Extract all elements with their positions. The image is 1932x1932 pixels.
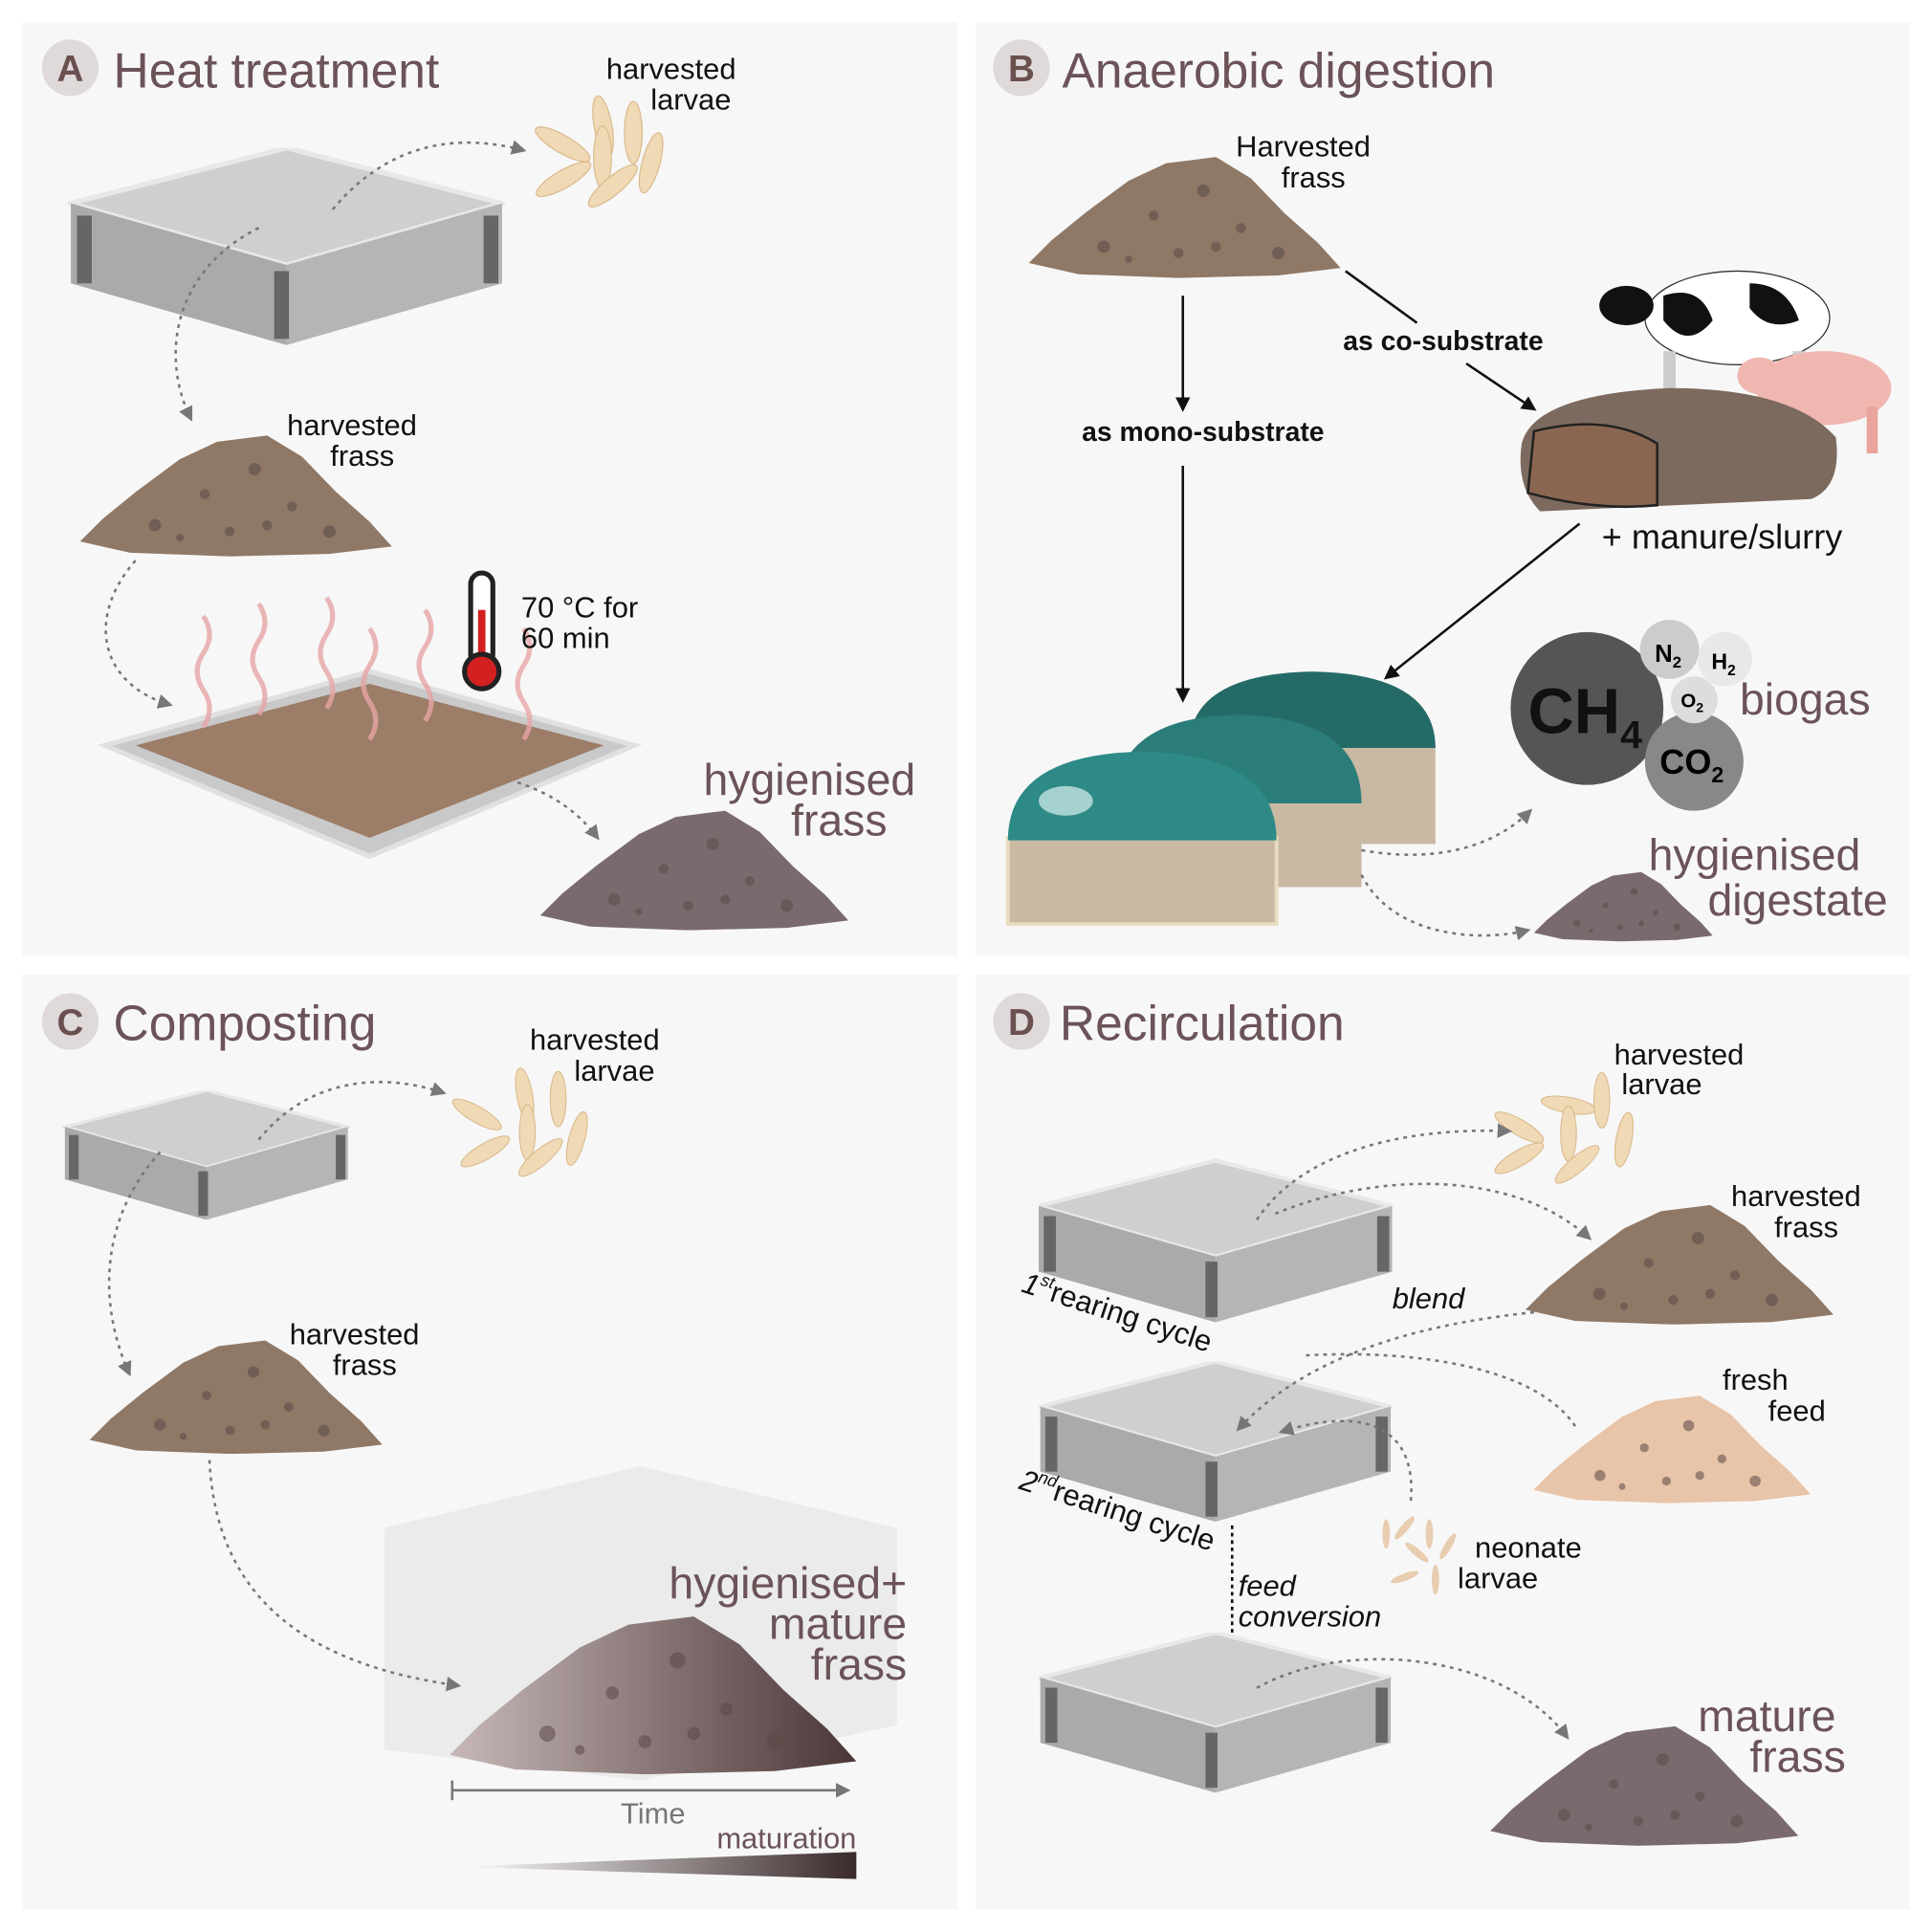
label: frass (1282, 161, 1346, 194)
arrow (257, 1081, 447, 1141)
label: neonate (1475, 1530, 1582, 1564)
arrow (1361, 808, 1533, 856)
label: hygienised (1649, 830, 1861, 880)
label: larvae (1458, 1562, 1538, 1595)
biogas-label: biogas (1740, 674, 1871, 724)
label: fresh (1723, 1363, 1789, 1396)
label: larvae (574, 1054, 654, 1087)
heated-tray-icon (97, 596, 643, 860)
label: frass (333, 1349, 397, 1382)
label: hygienised (704, 755, 916, 804)
label: conversion (1239, 1600, 1381, 1634)
label: digestate (1707, 875, 1887, 925)
arrow (1465, 362, 1537, 411)
label: frass (1774, 1210, 1838, 1243)
arrow (1236, 1310, 1535, 1432)
arrow (1360, 874, 1531, 941)
panel-title: Anaerobic digestion (1062, 42, 1495, 98)
label: harvested (606, 52, 736, 85)
manure-pile-icon (1520, 387, 1837, 512)
label: mature (769, 1598, 907, 1648)
arrow (104, 560, 173, 709)
label: harvested (530, 1023, 660, 1057)
panel-anaerobic-digestion: B Anaerobic digestion Harvested frass as… (976, 22, 1910, 956)
label: harvested (1731, 1179, 1861, 1213)
label: frass (811, 1639, 907, 1689)
label: frass (330, 439, 394, 472)
arrow (516, 780, 600, 841)
panel-title: Composting (114, 995, 377, 1050)
panel-letter: D (1008, 1002, 1035, 1043)
co2-label: CO2 (1659, 742, 1723, 787)
label: frass (791, 795, 887, 845)
panel-recirculation: D Recirculation harvested larvae harvest… (976, 975, 1910, 1910)
panel-heat-treatment: A Heat treatment harvested larvae harves… (22, 22, 957, 956)
ch4-label: CH4 (1527, 676, 1642, 757)
arrow (1383, 522, 1581, 680)
n2-label: N2 (1655, 641, 1681, 671)
arrow (1345, 270, 1418, 324)
arrow (1274, 1182, 1592, 1240)
mono-substrate-label: as mono-substrate (1082, 417, 1324, 448)
label: harvested (290, 1317, 420, 1350)
maturation-label: maturation (716, 1821, 856, 1855)
label: mature (1698, 1691, 1835, 1741)
label: harvested (287, 408, 417, 442)
biogas-molecules-icon (1510, 619, 1752, 811)
label: frass (1749, 1732, 1845, 1782)
label: larvae (650, 83, 731, 117)
arrow (331, 140, 527, 210)
label: Harvested (1236, 130, 1371, 164)
time-label: Time (621, 1797, 686, 1831)
blend-label: blend (1393, 1282, 1465, 1315)
o2-label: O2 (1680, 690, 1703, 715)
manure-label: + manure/slurry (1602, 516, 1843, 556)
panel-composting: C Composting harvested larvae harvested … (22, 975, 957, 1910)
duration-label: 60 min (521, 622, 610, 655)
panel-title: Heat treatment (114, 42, 440, 98)
panel-letter: B (1008, 49, 1035, 90)
arrow (1255, 1123, 1513, 1221)
biogas-digester-icon (1005, 671, 1436, 927)
label: hygienised+ (669, 1558, 907, 1608)
arrow (1306, 1352, 1579, 1431)
arrow (1256, 1658, 1570, 1740)
maturation-gradient-wedge (455, 1852, 857, 1879)
co-substrate-label: as co-substrate (1343, 326, 1543, 357)
panel-letter: C (56, 1002, 83, 1043)
label: harvested (1614, 1038, 1745, 1071)
neonate-larvae-icon (1382, 1516, 1457, 1595)
label: feed (1239, 1569, 1297, 1602)
panel-title: Recirculation (1060, 995, 1345, 1050)
label: larvae (1621, 1067, 1701, 1101)
time-axis (450, 1780, 851, 1801)
thermometer-icon (462, 570, 502, 692)
panel-letter: A (56, 49, 83, 90)
h2-label: H2 (1711, 649, 1735, 679)
panel-letter-badge (41, 39, 99, 97)
temperature-label: 70 °C for (521, 590, 638, 624)
label: feed (1768, 1394, 1826, 1427)
arrow (174, 227, 260, 422)
arrow (107, 1151, 162, 1377)
